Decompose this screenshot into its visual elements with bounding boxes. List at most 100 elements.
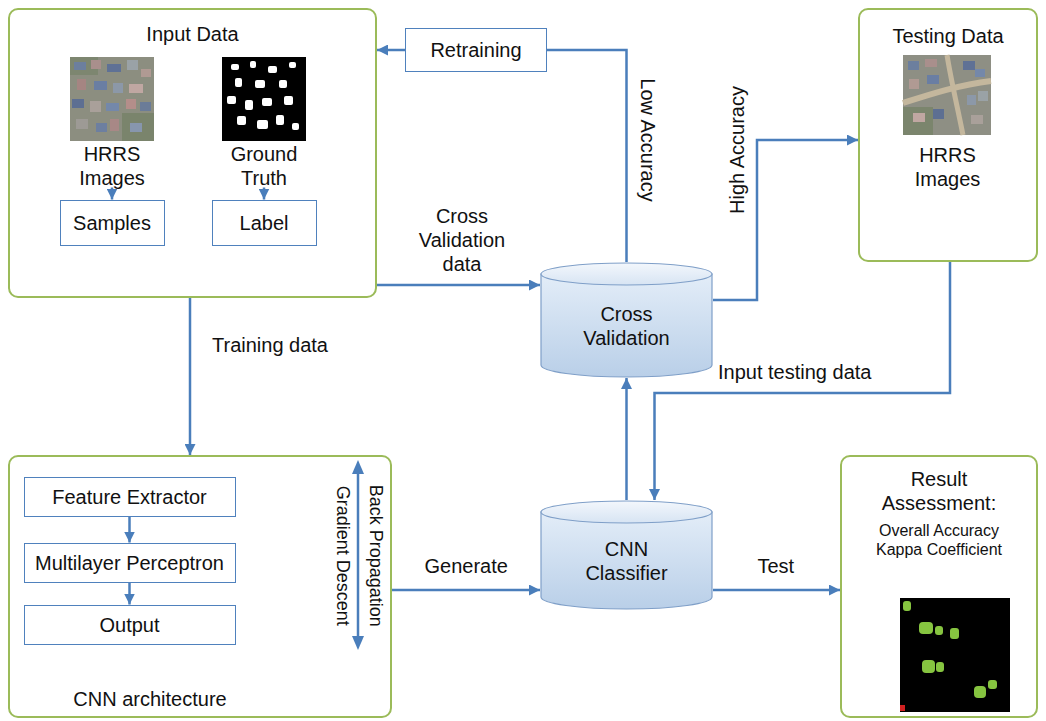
group-panel: Result Assessment:Overall Accuracy Kappa… bbox=[840, 455, 1038, 718]
panel-heading: CNN architecture bbox=[0, 687, 340, 711]
satellite-image bbox=[925, 59, 937, 67]
classification-result bbox=[974, 686, 986, 698]
satellite-image bbox=[126, 99, 136, 109]
satellite-image bbox=[113, 83, 123, 93]
satellite-image bbox=[106, 103, 119, 111]
process-box: Retraining bbox=[405, 28, 547, 72]
flow-arrow bbox=[713, 589, 840, 592]
satellite-image bbox=[94, 81, 107, 90]
bidirectional-arrow bbox=[352, 460, 364, 650]
flow-arrow bbox=[128, 583, 131, 605]
classification-result bbox=[919, 622, 933, 634]
satellite-image bbox=[90, 101, 101, 112]
panel-heading: Testing Data bbox=[860, 24, 1036, 48]
satellite-image bbox=[77, 79, 86, 90]
image-caption: HRRS Images bbox=[62, 142, 162, 190]
box-label: Multilayer Perceptron bbox=[35, 551, 224, 575]
satellite-image bbox=[70, 57, 154, 141]
cylinder-top bbox=[541, 501, 712, 523]
flow-arrow bbox=[625, 378, 628, 500]
classification-result bbox=[988, 680, 997, 689]
ground-truth-mask bbox=[227, 96, 236, 104]
flow-arrow bbox=[377, 49, 405, 52]
ground-truth-mask bbox=[231, 64, 239, 70]
edge-label-holder: Input testing data bbox=[718, 360, 871, 384]
process-box: Multilayer Perceptron bbox=[24, 543, 236, 583]
image-figure: Ground Truth bbox=[207, 56, 322, 188]
flow-arrow bbox=[128, 517, 131, 543]
cylinder-label: Cross Validation bbox=[567, 302, 687, 350]
ground-truth-mask bbox=[268, 66, 277, 73]
satellite-image bbox=[130, 123, 142, 132]
edge-label-holder: Training data bbox=[212, 333, 328, 357]
satellite-image bbox=[76, 119, 88, 129]
classification-result bbox=[950, 628, 959, 639]
ground-truth-mask bbox=[245, 100, 253, 110]
satellite-image bbox=[72, 99, 84, 108]
bidirectional-arrow bbox=[352, 636, 364, 650]
annotation-label: Back Propagation bbox=[364, 485, 386, 627]
ground-truth-mask bbox=[262, 98, 272, 106]
satellite-image bbox=[947, 55, 963, 135]
satellite-image bbox=[107, 64, 121, 72]
database-cylinder: Cross Validation bbox=[540, 262, 713, 378]
box-label: Samples bbox=[73, 211, 151, 235]
edge-label-holder: Cross Validation data bbox=[407, 204, 517, 276]
ground-truth-mask bbox=[276, 115, 284, 125]
flow-arrow bbox=[189, 298, 192, 455]
satellite-image bbox=[127, 60, 138, 70]
classification-result bbox=[903, 601, 911, 611]
classification-result bbox=[900, 705, 905, 711]
satellite-image bbox=[927, 75, 939, 84]
image-figure: HRRS Images bbox=[55, 56, 170, 188]
ground-truth-mask bbox=[284, 96, 293, 105]
edge-label: Training data bbox=[212, 333, 328, 357]
classification-result bbox=[936, 662, 944, 672]
ground-truth-mask bbox=[235, 78, 242, 87]
cylinder-label: CNN Classifier bbox=[567, 537, 687, 585]
ground-truth-mask bbox=[292, 123, 299, 130]
box-label: Output bbox=[99, 613, 159, 637]
group-panel: Input DataHRRS ImagesGround TruthSamples… bbox=[8, 8, 377, 298]
classification-result bbox=[922, 660, 935, 673]
edge-label-holder: Test bbox=[758, 554, 795, 578]
process-box: Label bbox=[212, 200, 317, 246]
ground-truth-mask bbox=[255, 80, 265, 88]
ground-truth-mask bbox=[222, 57, 306, 141]
annotation-label: Gradient Descent bbox=[331, 486, 353, 626]
flow-arrow bbox=[111, 188, 114, 200]
box-label: Retraining bbox=[430, 38, 521, 62]
satellite-image bbox=[975, 69, 985, 77]
edge-label: Input testing data bbox=[718, 360, 871, 384]
ground-truth-mask bbox=[289, 62, 296, 68]
ground-truth-mask bbox=[222, 57, 306, 141]
flow-arrow bbox=[392, 589, 540, 592]
process-box: Feature Extractor bbox=[24, 477, 236, 517]
flow-arrow bbox=[547, 50, 627, 262]
bidirectional-arrow bbox=[352, 460, 364, 474]
satellite-image bbox=[913, 113, 925, 122]
ground-truth-mask bbox=[257, 120, 268, 129]
flow-arrow bbox=[263, 188, 266, 200]
satellite-image bbox=[971, 115, 983, 124]
satellite-image bbox=[74, 62, 86, 70]
process-box: Output bbox=[24, 605, 236, 645]
satellite-image bbox=[903, 55, 991, 135]
satellite-image bbox=[908, 61, 919, 70]
edge-label: Test bbox=[758, 554, 795, 578]
image-caption: Ground Truth bbox=[214, 142, 314, 190]
satellite-image bbox=[70, 57, 154, 141]
satellite-image bbox=[141, 69, 151, 77]
ground-truth-mask bbox=[250, 61, 256, 68]
annotation-holder: Gradient Descent bbox=[331, 486, 353, 626]
group-panel: Testing DataHRRS Images bbox=[858, 8, 1038, 262]
cylinder-body bbox=[541, 512, 712, 609]
satellite-image bbox=[909, 79, 919, 89]
satellite-image bbox=[963, 61, 975, 70]
satellite-image bbox=[129, 84, 143, 93]
classification-result bbox=[935, 626, 943, 635]
cylinder-top bbox=[541, 263, 712, 285]
satellite-image bbox=[91, 60, 101, 69]
